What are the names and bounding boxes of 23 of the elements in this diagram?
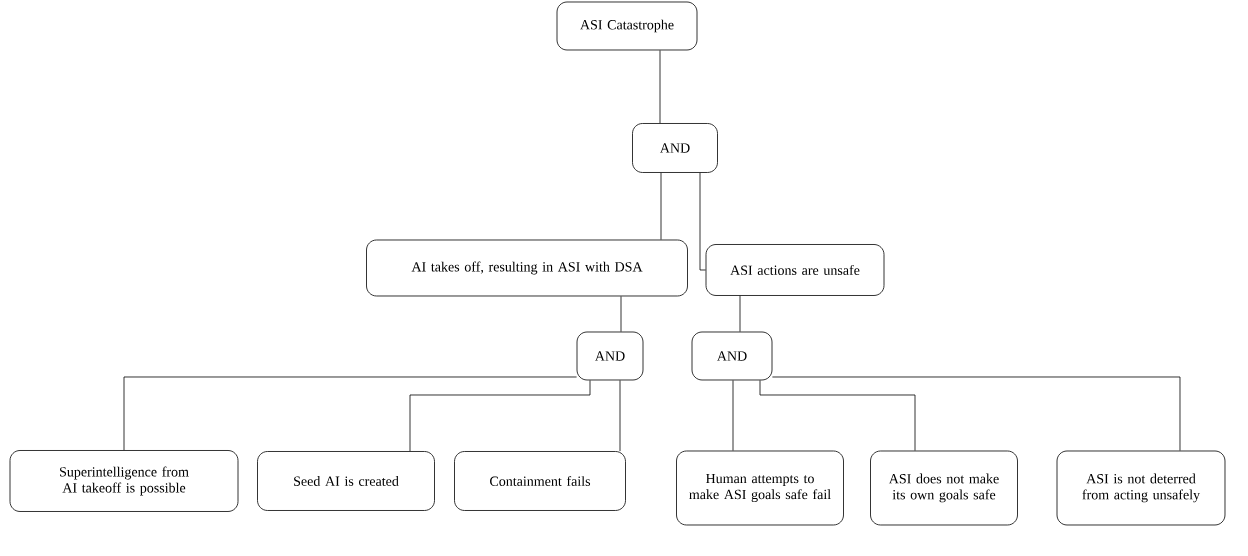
connector-line xyxy=(619,380,621,452)
event-box: Superintelligence from AI takeoff is possible xyxy=(9,450,239,512)
connector-line xyxy=(699,172,706,271)
event-box: ASI actions are unsafe xyxy=(705,244,885,296)
connector-line xyxy=(620,296,622,332)
connector-line xyxy=(759,380,916,451)
gate-box: AND xyxy=(576,331,644,381)
event-box: Seed AI is created xyxy=(257,451,435,511)
event-box: Human attempts to make ASI goals safe fail xyxy=(676,450,844,526)
connector-line xyxy=(659,50,661,124)
connector-line xyxy=(772,376,1181,451)
gate-box: AND xyxy=(691,331,773,381)
connector-line xyxy=(739,295,741,332)
event-box: AI takes off, resulting in ASI with DSA xyxy=(366,239,688,297)
connector-line xyxy=(123,376,577,451)
connector-line xyxy=(409,380,591,452)
event-box: ASI Catastrophe xyxy=(556,1,698,51)
event-box: ASI is not deterred from acting unsafely xyxy=(1056,450,1226,526)
connector-line xyxy=(660,172,662,240)
event-box: Containment fails xyxy=(454,451,626,511)
event-box: ASI does not make its own goals safe xyxy=(870,450,1018,526)
gate-box: AND xyxy=(632,123,718,173)
connector-line xyxy=(732,380,734,451)
